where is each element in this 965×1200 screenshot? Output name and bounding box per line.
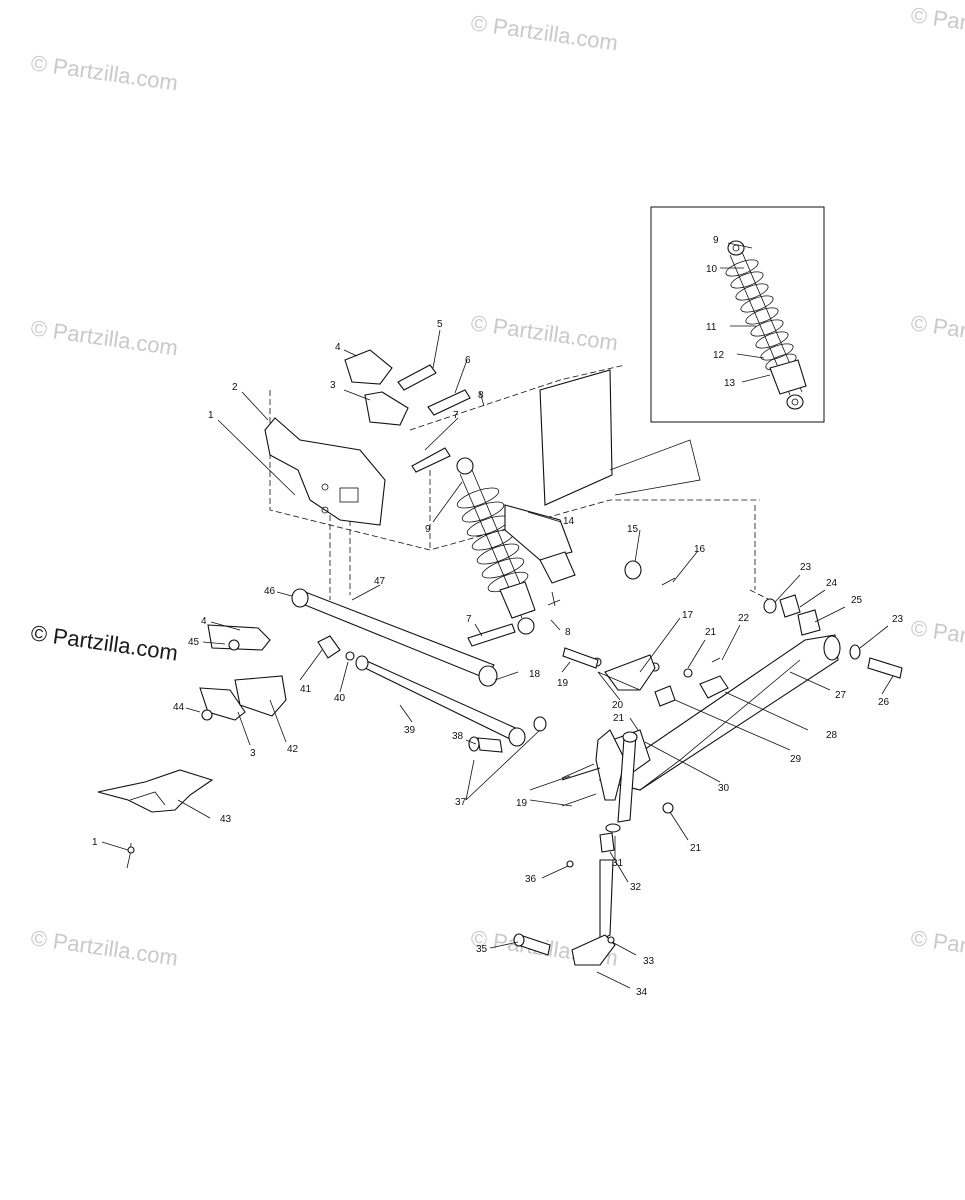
- callout-25: 25: [851, 595, 863, 606]
- callout-20: 20: [612, 700, 624, 711]
- callout-4-top: 4: [335, 342, 341, 353]
- callout-18: 18: [529, 669, 541, 680]
- callout-37: 37: [455, 797, 467, 808]
- inset-frame: [650, 206, 825, 423]
- inset-label-13: 13: [724, 378, 736, 389]
- watermark-1: © Partzilla.com: [29, 50, 179, 95]
- callout-1-top: 1: [208, 410, 214, 421]
- callout-39: 39: [404, 725, 416, 736]
- watermark-3: © Partzilla.com: [909, 2, 965, 47]
- callout-23-top: 23: [800, 562, 812, 573]
- callout-47: 47: [374, 576, 386, 587]
- callout-29: 29: [790, 754, 802, 765]
- callout-43: 43: [220, 814, 232, 825]
- watermark-4: © Partzilla.com: [29, 315, 179, 360]
- shock-inset: 9 10 11 12 13: [650, 206, 825, 423]
- callouts: 1 2 3 4 5 6 7 8 9 14 15 16 46 47 4 45 44…: [92, 319, 904, 998]
- callout-19-low: 19: [516, 798, 528, 809]
- callout-31: 31: [612, 858, 624, 869]
- callout-23-right: 23: [892, 614, 904, 625]
- callout-27: 27: [835, 690, 847, 701]
- watermark-6: © Partzilla.com: [909, 310, 965, 355]
- callout-46: 46: [264, 586, 276, 597]
- callout-16: 16: [694, 544, 706, 555]
- main-drawing: [97, 329, 903, 989]
- inset-label-12: 12: [713, 350, 725, 361]
- callout-41: 41: [300, 684, 312, 695]
- watermarks: © Partzilla.com © Partzilla.com © Partzi…: [29, 2, 965, 970]
- watermark-2: © Partzilla.com: [469, 10, 619, 55]
- callout-15: 15: [627, 524, 639, 535]
- callout-3-top: 3: [330, 380, 336, 391]
- callout-40: 40: [334, 693, 346, 704]
- callout-21-mid: 21: [613, 713, 625, 724]
- callout-21-top: 21: [705, 627, 717, 638]
- callout-3-left: 3: [250, 748, 256, 759]
- callout-33: 33: [643, 956, 655, 967]
- inset-shock-drawing: [725, 240, 807, 410]
- callout-24: 24: [826, 578, 838, 589]
- callout-21-low: 21: [690, 843, 702, 854]
- callout-32: 32: [630, 882, 642, 893]
- callout-36: 36: [525, 874, 537, 885]
- callout-42: 42: [287, 744, 299, 755]
- callout-7-top: 7: [453, 410, 459, 421]
- watermark-10: © Partzilla.com: [909, 925, 965, 970]
- callout-30: 30: [718, 783, 730, 794]
- callout-22: 22: [738, 613, 750, 624]
- callout-8-mid: 8: [565, 627, 571, 638]
- callout-6: 6: [465, 355, 471, 366]
- watermark-7: © Partzilla.com: [909, 615, 965, 660]
- callout-1-low: 1: [92, 837, 98, 848]
- inset-label-11: 11: [706, 322, 717, 333]
- watermark-5: © Partzilla.com: [469, 310, 619, 355]
- callout-19-mid: 19: [557, 678, 569, 689]
- callout-9: 9: [425, 524, 431, 535]
- callout-14: 14: [563, 516, 575, 527]
- callout-4-left: 4: [201, 616, 207, 627]
- inset-label-10: 10: [706, 264, 718, 275]
- callout-8-top: 8: [478, 390, 484, 401]
- callout-45: 45: [188, 637, 200, 648]
- callout-28: 28: [826, 730, 838, 741]
- callout-5: 5: [437, 319, 443, 330]
- callout-34: 34: [636, 987, 648, 998]
- watermark-8: © Partzilla.com: [29, 925, 179, 970]
- callout-7-mid: 7: [466, 614, 472, 625]
- callout-17: 17: [682, 610, 694, 621]
- callout-44: 44: [173, 702, 185, 713]
- inset-label-9: 9: [713, 235, 719, 246]
- callout-38: 38: [452, 731, 464, 742]
- callout-26: 26: [878, 697, 890, 708]
- watermark-main: © Partzilla.com: [29, 620, 179, 665]
- callout-2: 2: [232, 382, 238, 393]
- callout-35: 35: [476, 944, 488, 955]
